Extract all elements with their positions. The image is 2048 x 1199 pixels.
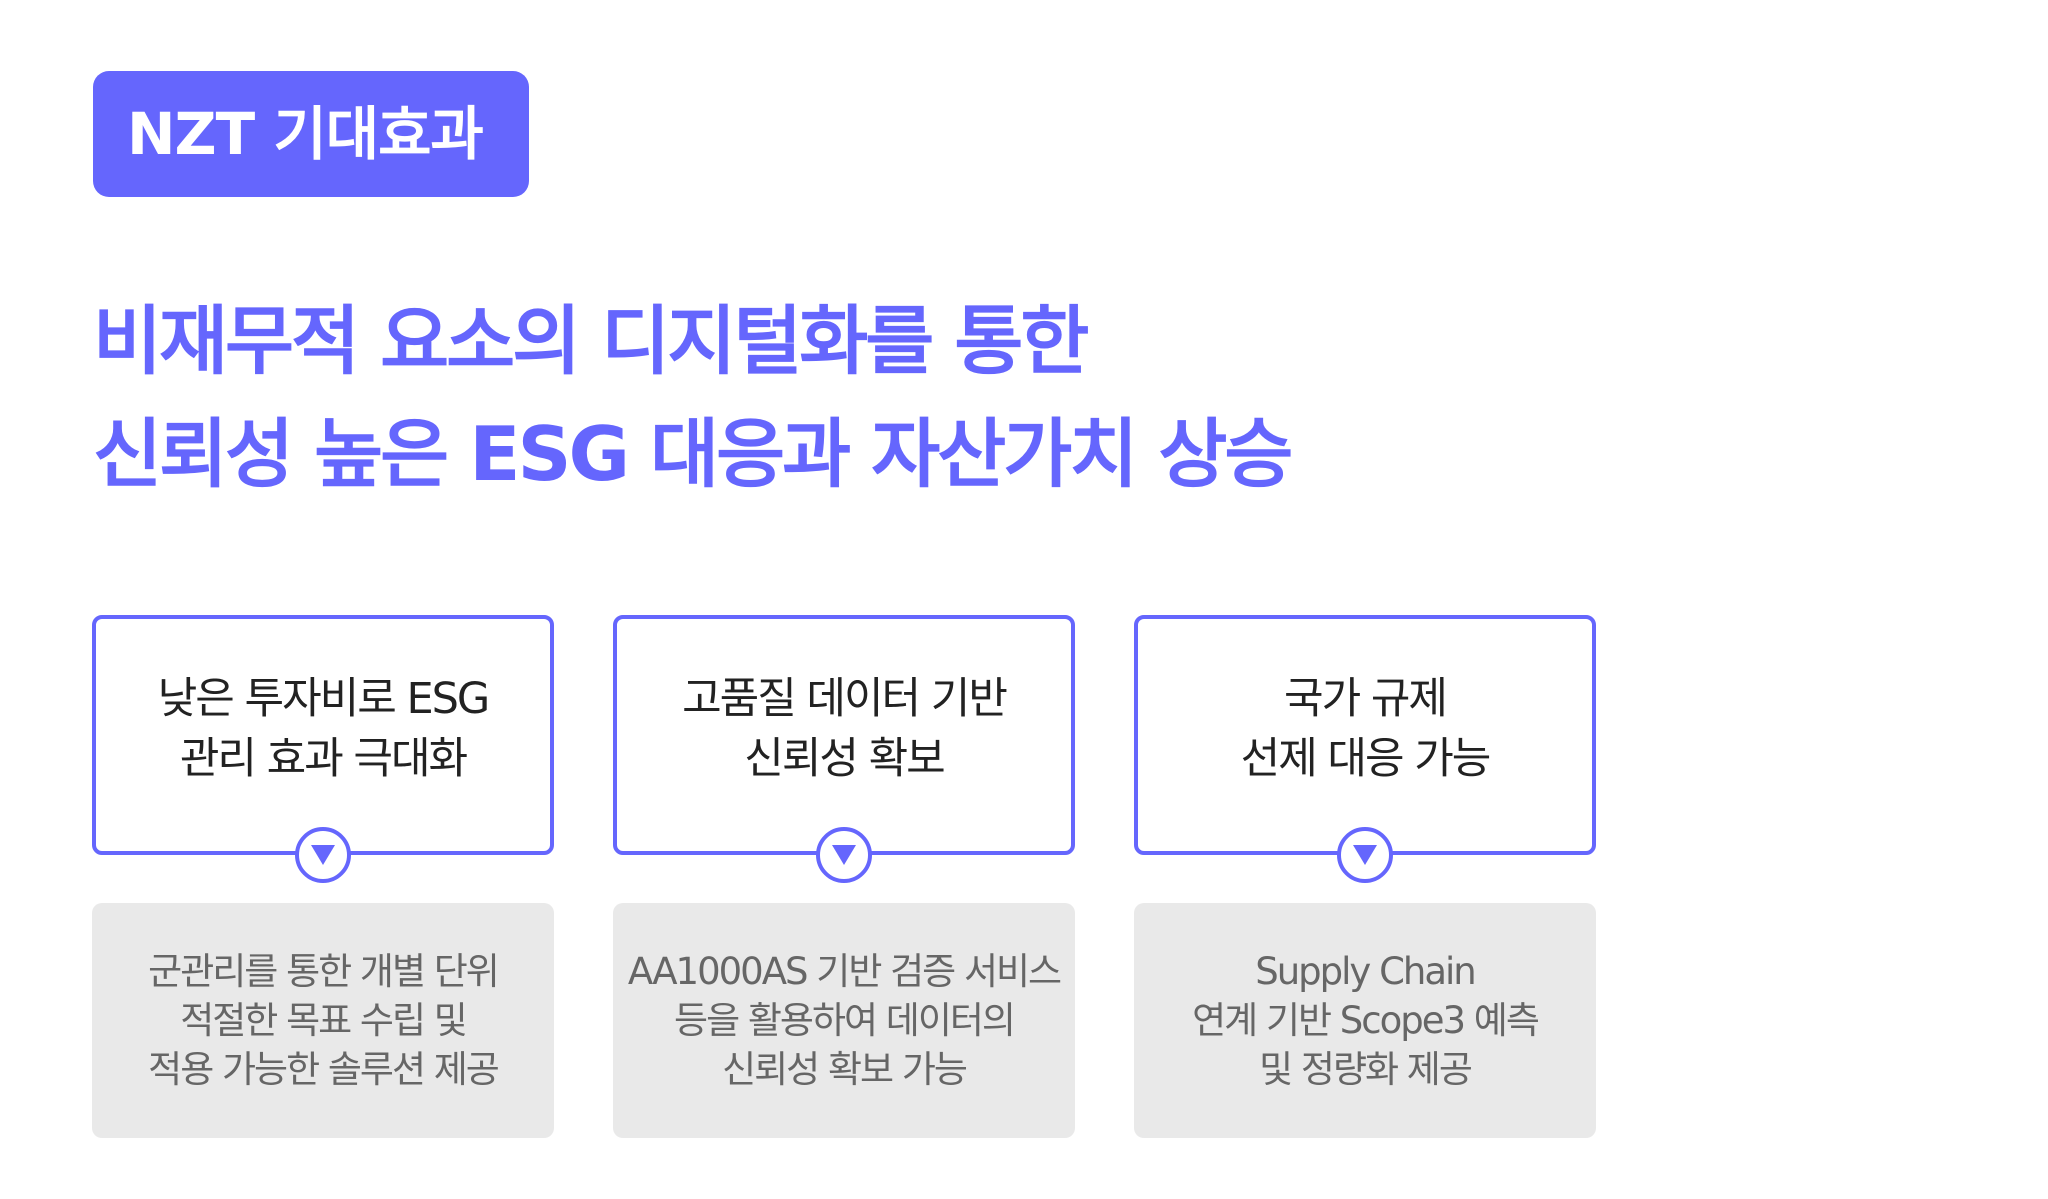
section-tag: NZT 기대효과 (93, 71, 529, 197)
benefit-card-line: 고품질 데이터 기반 (682, 674, 1008, 724)
benefit-description: 군관리를 통한 개별 단위 적절한 목표 수립 및 적용 가능한 솔루션 제공 (92, 903, 554, 1138)
page-title: 비재무적 요소의 디지털화를 통한 신뢰성 높은 ESG 대응과 자산가치 상승 (93, 285, 1293, 511)
benefit-description: AA1000AS 기반 검증 서비스 등을 활용하여 데이터의 신뢰성 확보 가… (613, 903, 1075, 1138)
triangle-down-icon (816, 827, 872, 883)
triangle-down-icon (1337, 827, 1393, 883)
benefit-description-line: Supply Chain (1255, 950, 1477, 993)
benefit-column-3: 국가 규제 선제 대응 가능 Supply Chain 연계 기반 Scope3… (1134, 615, 1596, 1138)
benefit-description: Supply Chain 연계 기반 Scope3 예측 및 정량화 제공 (1134, 903, 1596, 1138)
benefit-description-line: 적절한 목표 수립 및 (180, 999, 468, 1042)
benefit-card-line: 선제 대응 가능 (1240, 734, 1492, 784)
benefit-description-line: 등을 활용하여 데이터의 (674, 999, 1016, 1042)
benefit-column-1: 낮은 투자비로 ESG 관리 효과 극대화 군관리를 통한 개별 단위 적절한 … (92, 615, 554, 1138)
triangle-down-icon (295, 827, 351, 883)
benefit-card: 고품질 데이터 기반 신뢰성 확보 (613, 615, 1075, 883)
benefit-description-line: 및 정량화 제공 (1259, 1048, 1473, 1091)
benefit-description-line: 군관리를 통한 개별 단위 (148, 950, 500, 993)
benefit-card-line: 신뢰성 확보 (744, 734, 945, 784)
benefit-column-2: 고품질 데이터 기반 신뢰성 확보 AA1000AS 기반 검증 서비스 등을 … (613, 615, 1075, 1138)
benefit-card-line: 국가 규제 (1284, 674, 1448, 724)
benefit-card-line: 낮은 투자비로 ESG (157, 674, 490, 724)
benefit-card: 낮은 투자비로 ESG 관리 효과 극대화 (92, 615, 554, 883)
page-title-line-2: 신뢰성 높은 ESG 대응과 자산가치 상승 (93, 410, 1293, 498)
page-title-line-1: 비재무적 요소의 디지털화를 통한 (93, 297, 1089, 385)
benefit-description-line: 신뢰성 확보 가능 (722, 1048, 968, 1091)
benefit-description-line: 적용 가능한 솔루션 제공 (148, 1048, 500, 1091)
benefit-card: 국가 규제 선제 대응 가능 (1134, 615, 1596, 883)
benefit-description-line: AA1000AS 기반 검증 서비스 (627, 950, 1062, 993)
benefit-description-line: 연계 기반 Scope3 예측 (1192, 999, 1540, 1042)
benefit-card-line: 관리 효과 극대화 (179, 734, 468, 784)
